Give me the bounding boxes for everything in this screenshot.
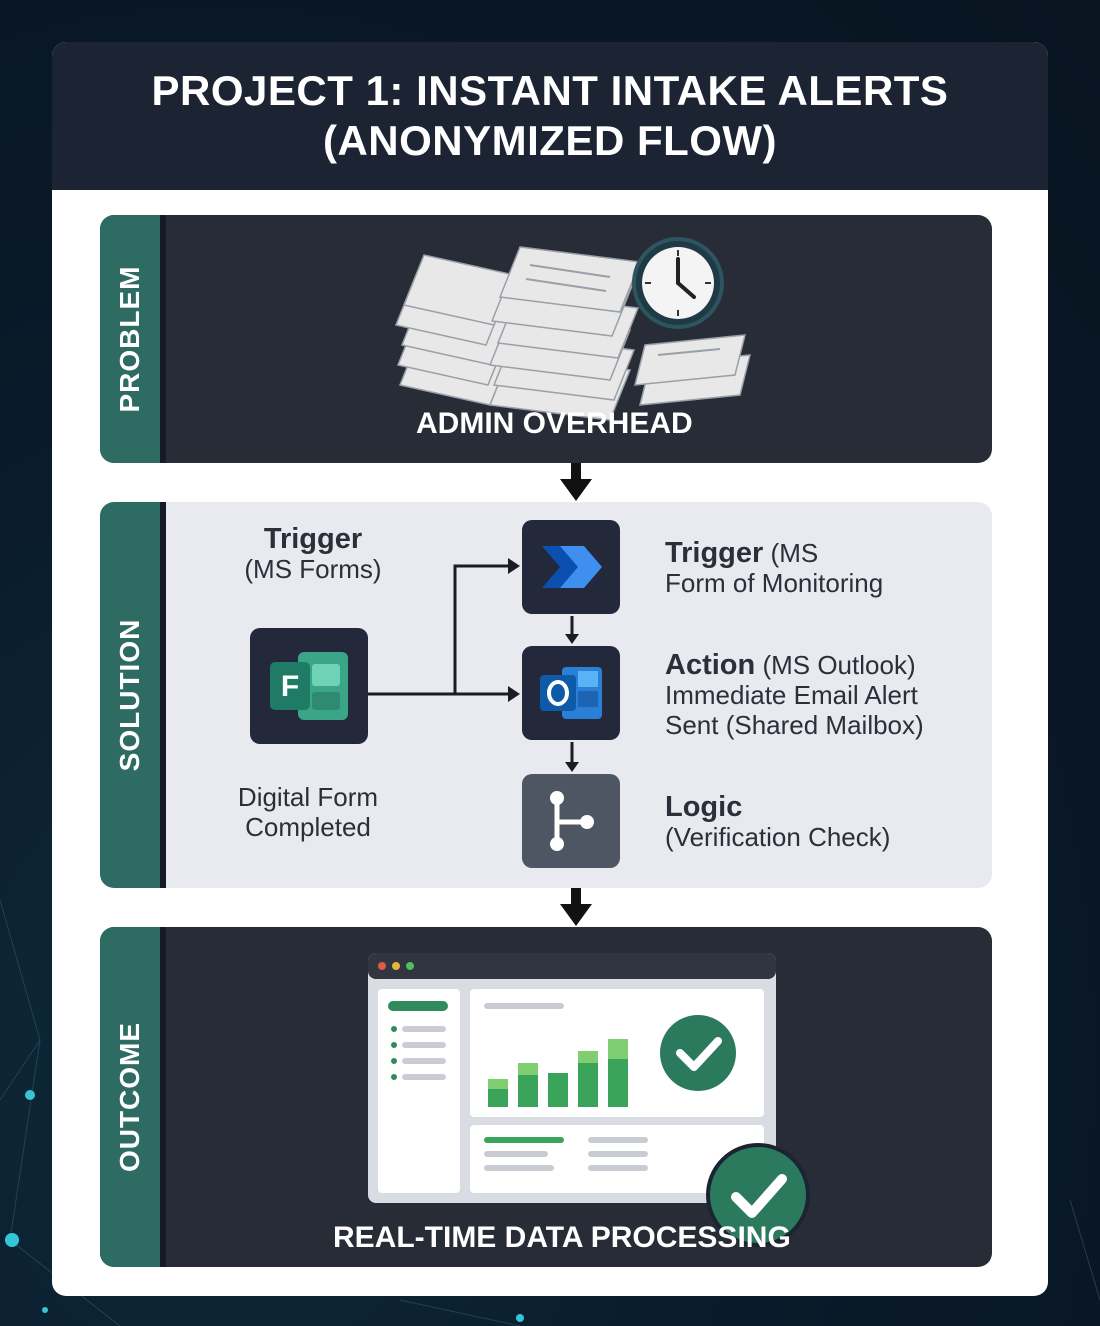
trigger-source-title: Trigger — [263, 523, 363, 555]
step-action-inline: (MS Outlook) — [762, 650, 916, 680]
step-action-title: Action — [665, 649, 756, 681]
flow-connectors — [368, 558, 579, 772]
trigger-source-subtitle: (MS Forms) — [244, 554, 382, 584]
page-title-line2: (ANONYMIZED FLOW) — [322, 117, 778, 164]
outlook-tile — [522, 646, 620, 740]
problem-caption: ADMIN OVERHEAD — [416, 407, 693, 440]
step-logic-label: Logic (Verification Check) — [665, 792, 985, 852]
down-arrow-icon — [560, 463, 592, 501]
power-automate-tile — [522, 520, 620, 614]
step-action-detail2: Sent (Shared Mailbox) — [665, 710, 924, 740]
outcome-side-bar: OUTCOME — [100, 927, 166, 1267]
step-logic-detail: (Verification Check) — [665, 822, 891, 852]
svg-text:F: F — [281, 670, 299, 703]
step-trigger-title: Trigger — [665, 537, 764, 569]
solution-side-bar: SOLUTION — [100, 502, 166, 888]
step-trigger-label: Trigger (MS Form of Monitoring — [665, 538, 985, 598]
power-automate-icon — [542, 546, 602, 588]
ms-forms-tile: F — [250, 628, 368, 744]
step-trigger-inline: (MS — [770, 538, 819, 568]
title-banner: PROJECT 1: INSTANT INTAKE ALERTS (ANONYM… — [52, 42, 1048, 190]
problem-section: PROBLEM — [100, 215, 992, 463]
logic-tile — [522, 774, 620, 868]
branch-logic-icon — [550, 791, 594, 851]
step-logic-title: Logic — [665, 791, 743, 823]
ms-forms-icon: F — [270, 652, 348, 720]
infographic-card: PROJECT 1: INSTANT INTAKE ALERTS (ANONYM… — [52, 42, 1048, 1296]
problem-side-bar: PROBLEM — [100, 215, 166, 463]
paper-stack-icon — [394, 246, 751, 421]
trigger-source-label: Trigger (MS Forms) — [228, 524, 398, 584]
dashboard-window-icon — [368, 953, 776, 1203]
check-badge-icon — [706, 1143, 810, 1247]
form-caption-line2: Completed — [245, 812, 371, 842]
clock-icon — [632, 237, 724, 329]
step-trigger-detail: Form of Monitoring — [665, 568, 884, 598]
form-caption: Digital Form Completed — [218, 782, 398, 842]
outcome-caption: REAL-TIME DATA PROCESSING — [333, 1221, 791, 1254]
outlook-icon — [540, 667, 602, 719]
form-caption-line1: Digital Form — [237, 782, 379, 812]
down-arrow-icon — [560, 888, 592, 926]
outcome-label: OUTCOME — [114, 1021, 145, 1173]
problem-label: PROBLEM — [114, 265, 145, 413]
step-action-detail: Immediate Email Alert — [665, 680, 918, 710]
solution-section: SOLUTION Trigger (MS Forms) F Digital Fo… — [100, 502, 992, 888]
outcome-section: OUTCOME — [100, 927, 992, 1267]
page-title-line1: PROJECT 1: INSTANT INTAKE ALERTS — [151, 67, 949, 114]
step-action-label: Action (MS Outlook) Immediate Email Aler… — [665, 650, 985, 740]
